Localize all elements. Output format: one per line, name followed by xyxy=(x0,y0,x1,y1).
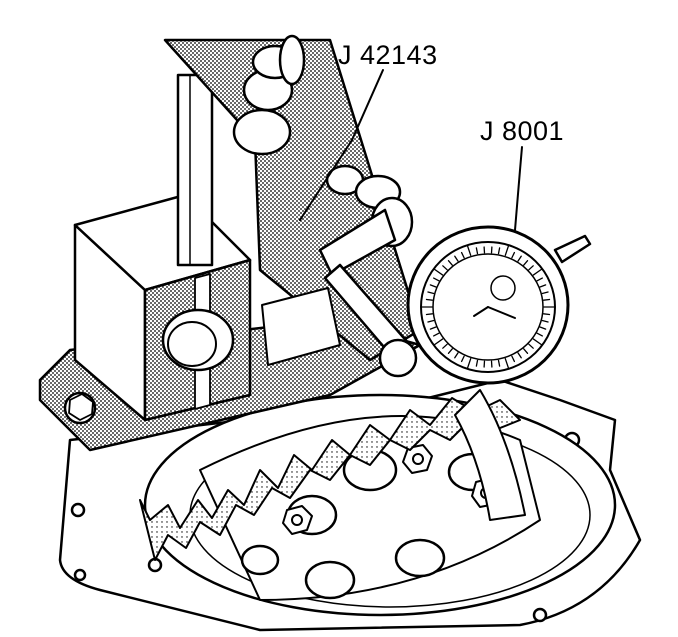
dial-indicator xyxy=(406,225,592,385)
dial-tick xyxy=(517,352,522,359)
dial-tick xyxy=(536,332,543,337)
dial-tick xyxy=(475,359,479,367)
adapter-arm-window xyxy=(261,287,341,366)
dial-tick xyxy=(528,265,534,271)
dial-tick xyxy=(497,247,501,255)
dial-tick xyxy=(511,355,516,363)
dial-tick xyxy=(442,343,448,349)
dial-tick xyxy=(460,251,465,259)
case-bolt-hole xyxy=(73,568,87,582)
bracket-bolt-hex xyxy=(68,393,94,421)
gear-section-wedge xyxy=(454,389,526,521)
plunger-tip xyxy=(378,338,418,378)
dial-tick xyxy=(504,358,510,369)
callout-j-8001: J 8001 xyxy=(480,116,565,146)
dial-tick xyxy=(429,284,437,288)
dial-tick xyxy=(433,268,444,276)
dial-tick xyxy=(523,348,529,354)
adapter-rollers xyxy=(232,34,306,156)
dial-tick xyxy=(541,319,549,323)
dial-tick xyxy=(447,348,453,354)
base-lock-knob-face xyxy=(167,321,217,367)
ring-gear-teeth xyxy=(139,397,521,561)
case-bolt-hole xyxy=(70,502,86,518)
dial-tick xyxy=(528,343,534,349)
dial-tick xyxy=(466,358,472,369)
dial-tick xyxy=(542,298,551,301)
dial-tick xyxy=(425,313,434,316)
dial-tick xyxy=(460,355,465,363)
callout-j-42143: J 42143 xyxy=(338,40,438,70)
dial-tick xyxy=(475,247,479,255)
dial-tick xyxy=(447,260,453,266)
clamp-knobs xyxy=(318,164,414,277)
dial-tick xyxy=(542,313,551,316)
dial-tick xyxy=(433,338,444,346)
dial-tick xyxy=(454,352,459,359)
leader-line-gauge xyxy=(514,146,523,231)
dial-tick xyxy=(532,268,543,276)
dial-tick xyxy=(427,291,435,295)
dial-tick xyxy=(504,245,510,256)
dial-tick xyxy=(511,251,516,259)
dial-tick xyxy=(429,326,437,330)
dial-tick xyxy=(466,245,472,256)
leader-line-tool xyxy=(299,69,384,221)
dial-tick xyxy=(541,291,549,295)
dial-tick xyxy=(539,284,547,288)
dial-tick xyxy=(425,298,434,301)
dial-tick xyxy=(517,255,522,262)
dial-tick xyxy=(536,277,543,282)
dial-tick xyxy=(433,332,440,337)
dial-tick xyxy=(442,265,448,271)
dial-tick-marks xyxy=(421,245,555,369)
dial-tick xyxy=(427,319,435,323)
dial-tick xyxy=(454,255,459,262)
case-bolt-hole xyxy=(532,607,548,623)
dial-tick xyxy=(539,326,547,330)
dial-tick xyxy=(523,260,529,266)
dial-tick xyxy=(532,338,543,346)
dial-tick xyxy=(497,359,501,367)
indicator-post xyxy=(176,73,214,267)
dial-tick xyxy=(433,277,440,282)
